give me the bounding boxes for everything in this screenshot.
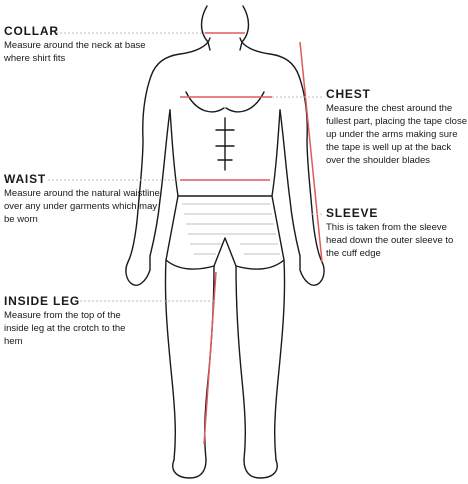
- inside-leg-title: INSIDE LEG: [4, 294, 81, 308]
- measurement-lines: [180, 32, 323, 445]
- shorts-shading: [182, 203, 280, 255]
- chest-label: CHEST Measure the chest around the fulle…: [326, 87, 468, 167]
- inside-leg-measure-line: [203, 271, 217, 445]
- body-outline: [125, 5, 325, 479]
- sleeve-title: SLEEVE: [326, 206, 379, 220]
- inside-leg-label: INSIDE LEG Measure from the top of the i…: [4, 294, 144, 348]
- chest-description: Measure the chest around the fullest par…: [326, 103, 468, 166]
- sleeve-measure-line: [299, 41, 323, 263]
- collar-description: Measure around the neck at base where sh…: [4, 40, 146, 64]
- sleeve-description: This is taken from the sleeve head down …: [326, 222, 454, 259]
- sleeve-label: SLEEVE This is taken from the sleeve hea…: [326, 206, 468, 260]
- waist-label: WAIST Measure around the natural waistli…: [4, 172, 160, 226]
- waist-title: WAIST: [4, 172, 46, 186]
- collar-label: COLLAR Measure around the neck at base w…: [4, 24, 154, 65]
- inside-leg-description: Measure from the top of the inside leg a…: [4, 310, 126, 347]
- chest-title: CHEST: [326, 87, 371, 101]
- waist-description: Measure around the natural waistline ove…: [4, 188, 160, 225]
- collar-title: COLLAR: [4, 24, 59, 38]
- leader-lines: [48, 32, 323, 302]
